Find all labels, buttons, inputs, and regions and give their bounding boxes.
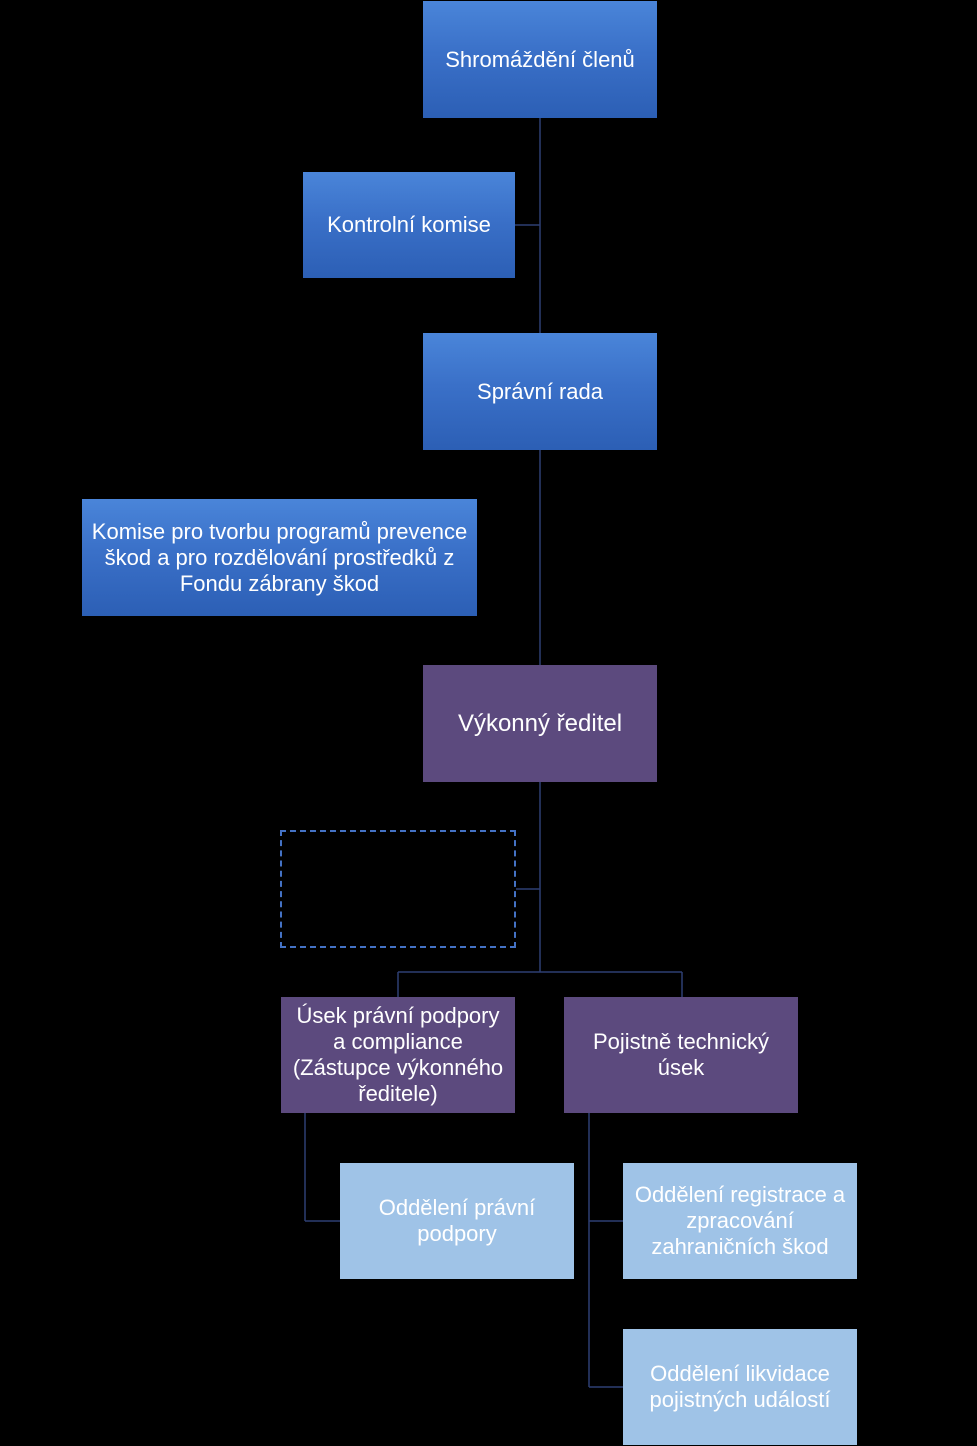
node-kontrolni-komise: Kontrolní komise — [303, 172, 515, 278]
node-vykonny-reditel: Výkonný ředitel — [423, 665, 657, 782]
node-label: Kontrolní komise — [327, 212, 491, 237]
node-label: Správní rada — [477, 378, 603, 404]
node-label: Výkonný ředitel — [457, 709, 623, 737]
node-oddeleni-pravni-podpory: Oddělení právní podpory — [340, 1163, 574, 1279]
node-placeholder-dashed — [280, 830, 516, 948]
node-komise-prevence-skod: Komise pro tvorbu programů prevence škod… — [82, 499, 477, 616]
node-label: Pojistně technický úsek — [592, 1029, 770, 1080]
node-spravni-rada: Správní rada — [423, 333, 657, 450]
node-oddeleni-registrace: Oddělení registrace a zpracování zahrani… — [623, 1163, 857, 1279]
node-label: Oddělení registrace a zpracování zahrani… — [634, 1182, 846, 1259]
node-label: Komise pro tvorbu programů prevence škod… — [91, 518, 468, 596]
node-label: Oddělení likvidace pojistných událostí — [649, 1361, 831, 1412]
node-shromazdeni-clenu: Shromáždění členů — [423, 1, 657, 118]
node-pojistne-technicky-usek: Pojistně technický úsek — [564, 997, 798, 1113]
node-label: Shromáždění členů — [445, 46, 635, 72]
node-label: Úsek právní podpory a compliance (Zástup… — [292, 1003, 504, 1106]
node-label: Oddělení právní podpory — [378, 1195, 536, 1246]
node-oddeleni-likvidace: Oddělení likvidace pojistných událostí — [623, 1329, 857, 1445]
node-usek-pravni-podpory: Úsek právní podpory a compliance (Zástup… — [281, 997, 515, 1113]
